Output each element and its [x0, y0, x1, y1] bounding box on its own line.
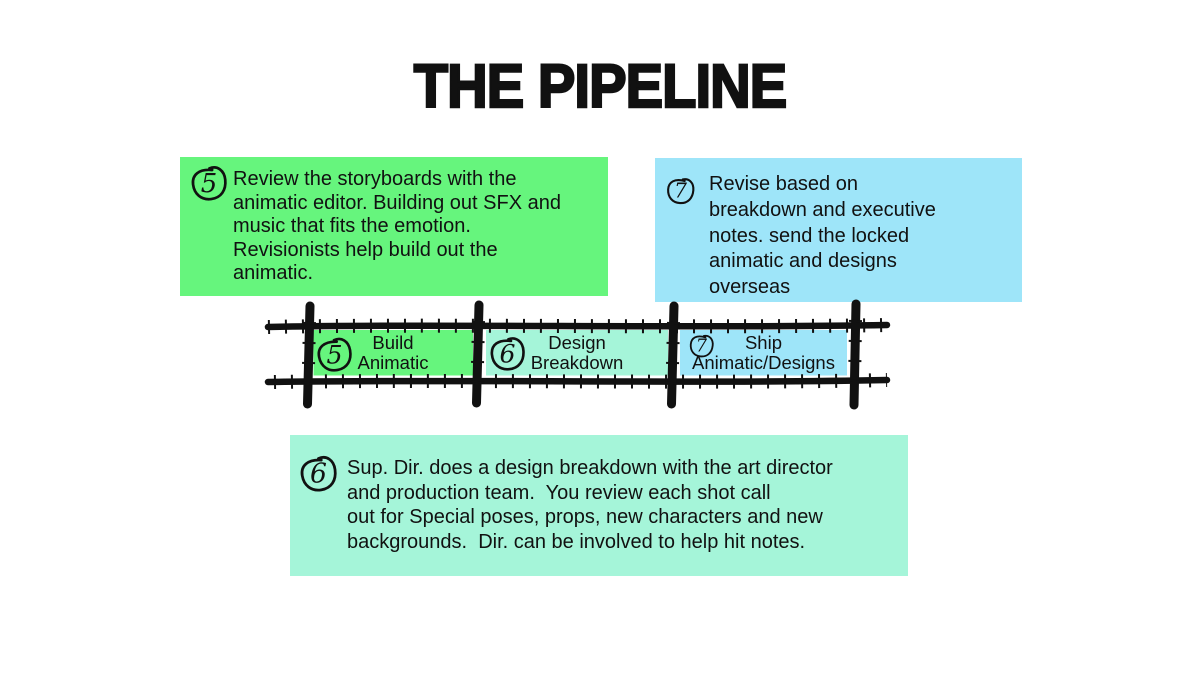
- timeline-top-rail: [264, 321, 891, 331]
- note-build-animatic: 5 Review the storyboards with the animat…: [180, 157, 608, 296]
- page-title: THE PIPELINE: [413, 52, 789, 120]
- timeline-step-label: Design Breakdown: [530, 331, 624, 373]
- step-number: 6: [310, 459, 327, 490]
- timeline-cell-blue: [680, 330, 847, 376]
- hand-drawn-circle: [490, 337, 525, 371]
- timeline-tick-4: [849, 299, 861, 410]
- pipeline-timeline: [260, 296, 900, 421]
- timeline-bottom-rail: [264, 376, 891, 386]
- hand-drawn-circle: [300, 456, 337, 492]
- timeline-step-design-breakdown: 6 Design Breakdown: [486, 330, 668, 376]
- timeline-tick-2: [472, 300, 484, 408]
- step-number: 5: [326, 339, 342, 369]
- timeline-sketch: [264, 299, 891, 410]
- note-revise-and-ship: 7 Revise based on breakdown and executiv…: [655, 158, 1022, 302]
- step-number: 6: [499, 338, 515, 368]
- note-design-breakdown: 6 Sup. Dir. does a design breakdown with…: [290, 435, 908, 576]
- note-text: Review the storyboards with the animatic…: [233, 168, 561, 284]
- step-number: 7: [696, 337, 708, 357]
- timeline-tick-1: [303, 301, 315, 409]
- circled-number-5-icon: 5: [191, 166, 227, 201]
- circled-number-6-icon: 6: [300, 456, 337, 492]
- hand-drawn-circle: [689, 334, 714, 358]
- circled-number-5-icon: 5: [317, 337, 352, 372]
- step-number: 7: [674, 178, 687, 202]
- timeline-step-label: Ship Animatic/Designs: [692, 331, 835, 373]
- hand-drawn-circle: [317, 337, 352, 372]
- circled-number-7-icon: 7: [667, 178, 695, 205]
- circled-number-6-icon: 6: [490, 337, 525, 371]
- timeline-step-label: Build Animatic: [357, 331, 429, 373]
- timeline-tick-3: [667, 301, 679, 409]
- circled-number-7-icon: 7: [689, 334, 714, 358]
- hand-drawn-circle: [191, 166, 227, 201]
- timeline-cell-green: [313, 330, 473, 376]
- note-text: Revise based on breakdown and executive …: [709, 173, 936, 299]
- hand-drawn-circle: [667, 178, 695, 205]
- timeline-step-ship-animatic-designs: 7 Ship Animatic/Designs: [680, 330, 847, 376]
- timeline-step-build-animatic: 5 Build Animatic: [313, 330, 473, 376]
- step-number: 5: [201, 169, 218, 199]
- note-text: Sup. Dir. does a design breakdown with t…: [347, 457, 833, 553]
